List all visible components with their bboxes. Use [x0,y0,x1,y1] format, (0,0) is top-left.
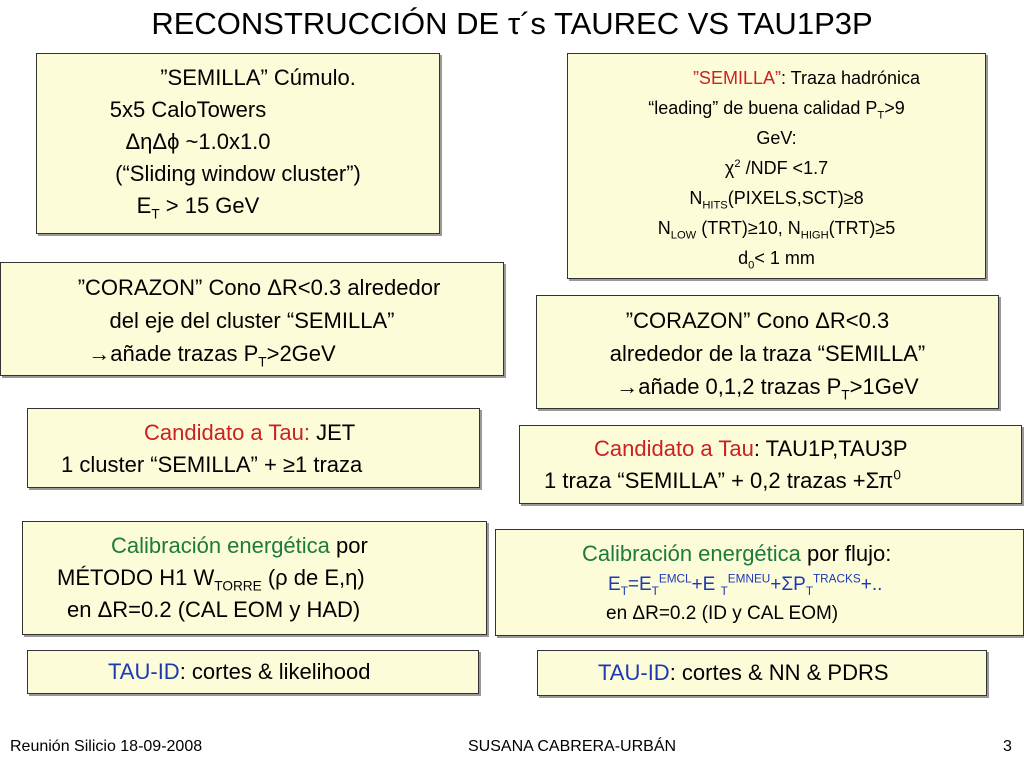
right-calib-line2: ET=ETEMCL+E TEMNEU+ΣPTTRACKS+.. [608,572,883,598]
title-text: RECONSTRUCCIÓN DE [151,6,508,41]
left-candidate-line1: Candidato a Tau: JET [144,420,356,445]
left-calib-line1: Calibración energética por [111,533,368,558]
right-candidate-box: Candidato a Tau: TAU1P,TAU3P 1 traza “SE… [519,425,1022,504]
slide-title: RECONSTRUCCIÓN DE τ´s TAUREC VS TAU1P3P [0,6,1024,42]
arrow-right-icon: → [616,374,639,399]
arrow-right-icon: → [88,341,111,366]
right-calibration-box: Calibración energética por flujo: ET=ETE… [495,529,1024,636]
left-candidate-line2: 1 cluster “SEMILLA” + ≥1 traza [61,452,363,477]
right-candidate-line2: 1 traza “SEMILLA” + 0,2 trazas +Σπ0 [544,467,901,493]
right-calib-line1: Calibración energética por flujo: [582,541,892,566]
right-tauid-box: TAU-ID: cortes & NN & PDRS [537,650,987,696]
left-seed-line5: ET > 15 GeV [136,193,260,222]
right-seed-line4: χ2 /NDF <1.7 [724,158,829,178]
left-core-line1: ”CORAZON” Cono ΔR<0.3 alrededor [77,275,441,300]
footer-left-text: Reunión Silicio 18-09-2008 [10,738,203,755]
right-core-line2: alrededor de la traza “SEMILLA” [609,341,926,366]
left-candidate-box: Candidato a Tau: JET 1 cluster “SEMILLA”… [27,408,480,488]
right-seed-line5: NHITS(PIXELS,SCT)≥8 [689,188,864,212]
left-seed-line2: 5x5 CaloTowers [109,97,267,122]
title-tau-symbol: τ [507,6,521,41]
left-seed-line1: ”SEMILLA” Cúmulo. [160,65,356,90]
right-tauid-line: TAU-ID: cortes & NN & PDRS [598,660,889,685]
left-tauid-line: TAU-ID: cortes & likelihood [108,659,371,684]
left-calib-line3: en ΔR=0.2 (CAL EOM y HAD) [67,597,361,622]
right-core-box: ”CORAZON” Cono ΔR<0.3 alrededor de la tr… [536,295,999,409]
left-seed-box: ”SEMILLA” Cúmulo. 5x5 CaloTowers ΔηΔϕ ~1… [36,53,440,234]
left-seed-line4: (“Sliding window cluster”) [115,161,361,186]
right-seed-line2: “leading” de buena calidad PT>9 [648,98,905,122]
right-seed-line3: GeV: [756,128,797,148]
right-seed-line7: d0< 1 mm [738,248,815,272]
page-number: 3 [1003,738,1012,755]
left-seed-line3: ΔηΔϕ ~1.0x1.0 [125,129,271,154]
right-seed-line1: ”SEMILLA”: Traza hadrónica [692,68,921,88]
right-candidate-line1: Candidato a Tau: TAU1P,TAU3P [594,436,908,461]
right-core-line1: ”CORAZON” Cono ΔR<0.3 [625,308,890,333]
right-seed-line6: NLOW (TRT)≥10, NHIGH(TRT)≥5 [657,218,896,242]
left-tauid-box: TAU-ID: cortes & likelihood [27,650,479,694]
right-seed-box: ”SEMILLA”: Traza hadrónica “leading” de … [567,53,986,279]
footer-center-text: SUSANA CABRERA-URBÁN [468,738,677,755]
left-core-line2: del eje del cluster “SEMILLA” [109,308,395,333]
right-calib-line3: en ΔR=0.2 (ID y CAL EOM) [606,603,839,624]
left-core-line3: →añade trazas PT>2GeV [88,341,336,370]
right-core-line3: →añade 0,1,2 trazas PT>1GeV [616,374,919,403]
left-core-box: ”CORAZON” Cono ΔR<0.3 alrededor del eje … [0,262,504,376]
left-calib-line2: MÉTODO H1 WTORRE (ρ de E,η) [57,565,365,594]
left-calibration-box: Calibración energética por MÉTODO H1 WTO… [22,521,487,635]
title-text-end: ´s TAUREC VS TAU1P3P [520,6,873,41]
